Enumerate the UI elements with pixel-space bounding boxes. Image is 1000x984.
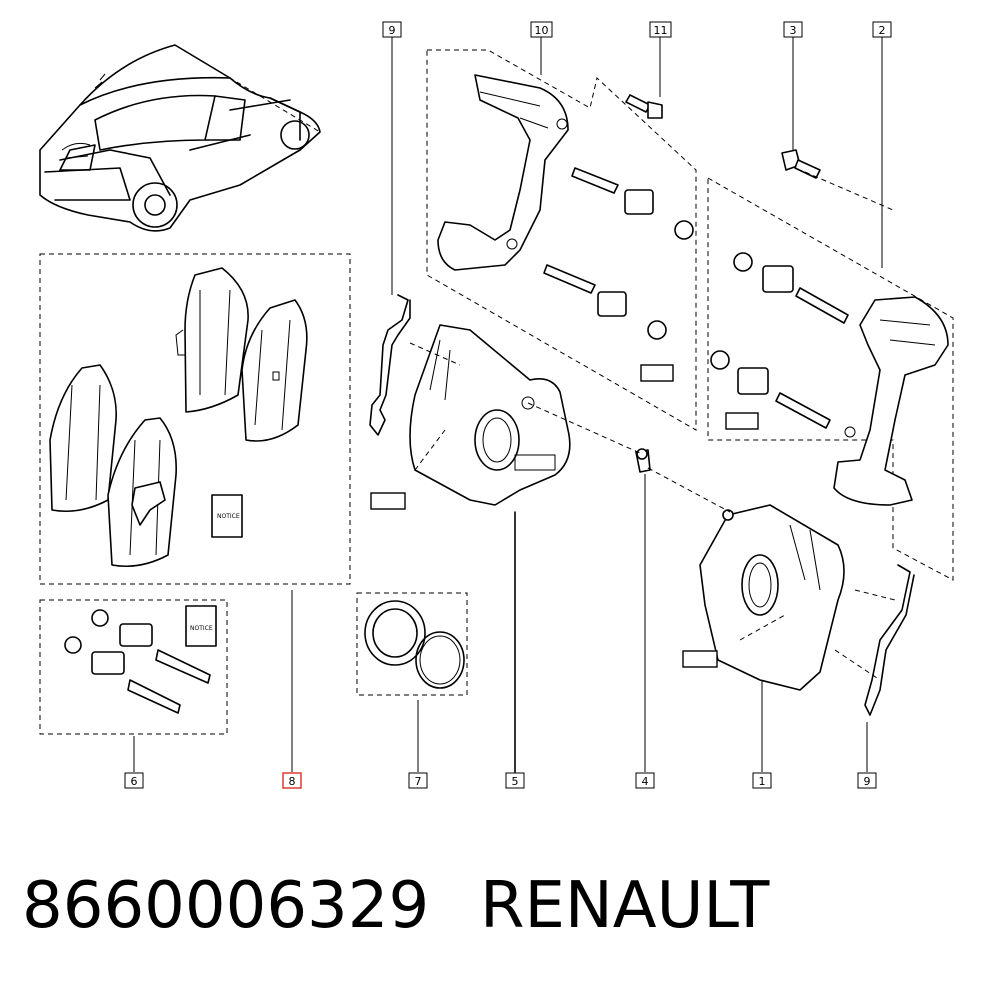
callout-6[interactable]: 6 [124, 772, 144, 789]
callout-5[interactable]: 5 [505, 772, 525, 789]
callout-3-label: 3 [790, 24, 797, 37]
notice-label-2: NOTICE [190, 625, 213, 632]
assembly-leaders [409, 171, 896, 681]
callout-5-label: 5 [512, 775, 519, 788]
spring-clip-9-left [369, 294, 411, 436]
callout-2-label: 2 [879, 24, 886, 37]
callout-7[interactable]: 7 [408, 772, 428, 789]
caliper-bracket-2 [710, 252, 949, 506]
guide-pin-kit: NOTICE [64, 605, 217, 714]
callout-3[interactable]: 3 [783, 21, 803, 38]
callout-9-bottom[interactable]: 9 [857, 772, 877, 789]
callout-4[interactable]: 4 [635, 772, 655, 789]
caliper-body-1 [682, 504, 845, 691]
pad-kit-box [39, 253, 351, 585]
bleed-screw-4 [635, 448, 651, 473]
car-illustration [39, 44, 321, 232]
callout-8[interactable]: 8 [282, 772, 302, 789]
bolt-11 [625, 94, 663, 119]
spring-clip-9-right [864, 564, 915, 716]
piston-seal-kit [364, 600, 465, 689]
callout-9-top-label: 9 [389, 24, 396, 37]
bolt-3 [781, 149, 821, 179]
callout-9-bottom-label: 9 [864, 775, 871, 788]
part-number: 8660006329 [22, 869, 429, 943]
callout-leaders [133, 37, 883, 773]
caliper-bracket-10 [437, 74, 694, 382]
callout-6-label: 6 [131, 775, 138, 788]
callout-11-label: 11 [654, 24, 668, 37]
car-leader [174, 44, 321, 133]
seal-kit-box [356, 592, 468, 696]
callout-7-label: 7 [415, 775, 422, 788]
brand-name: RENAULT [480, 869, 770, 943]
bracket-2-box [707, 177, 954, 581]
callout-11[interactable]: 11 [649, 21, 672, 38]
callout-2[interactable]: 2 [872, 21, 892, 38]
notice-label-1: NOTICE [217, 513, 240, 520]
callout-10[interactable]: 10 [530, 21, 553, 38]
callout-10-label: 10 [535, 24, 549, 37]
callout-9-top[interactable]: 9 [382, 21, 402, 38]
caliper-body-5 [370, 324, 571, 510]
callout-1[interactable]: 1 [752, 772, 772, 789]
callout-1-label: 1 [759, 775, 766, 788]
callout-8-label: 8 [289, 775, 296, 788]
guide-kit-box [39, 599, 228, 735]
callout-4-label: 4 [642, 775, 649, 788]
brake-pad-set: NOTICE [49, 267, 308, 568]
